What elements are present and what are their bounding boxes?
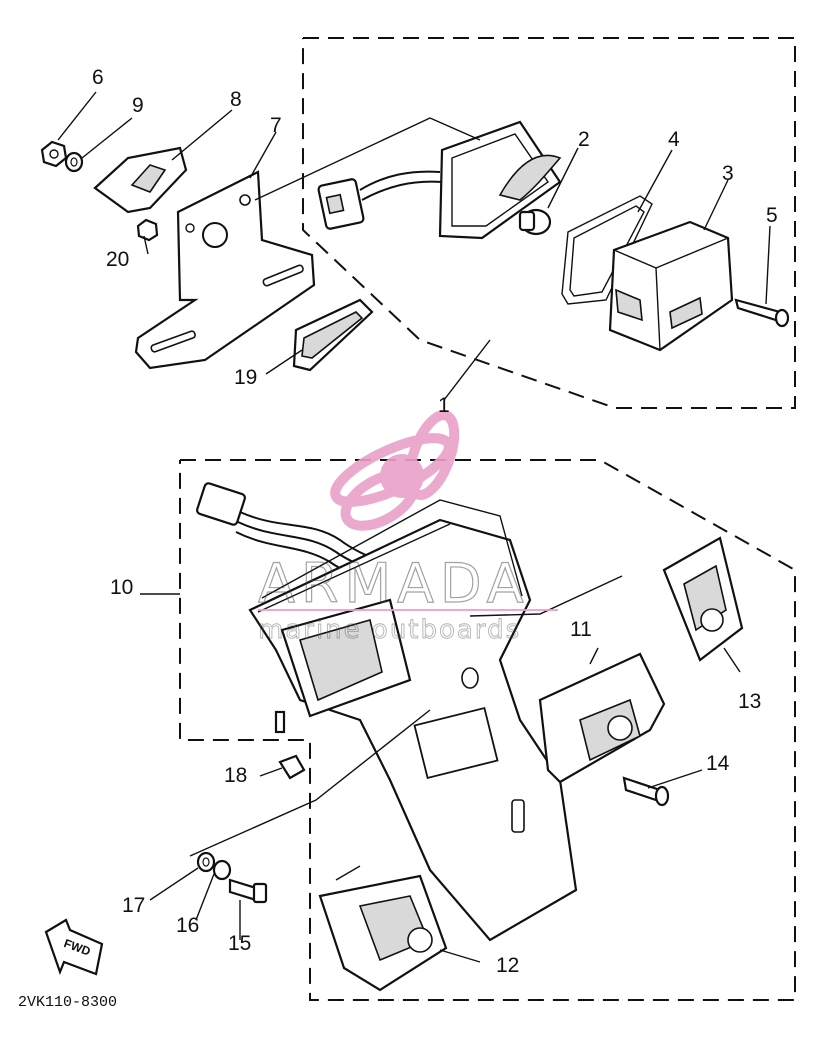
watermark-tagline: marine outboards xyxy=(258,615,521,645)
callout-labels: 1 2 3 4 5 6 7 8 9 10 11 12 13 14 15 16 1… xyxy=(92,66,778,977)
callout-8: 8 xyxy=(230,88,242,111)
fender-top-rail xyxy=(257,499,523,613)
plate-window xyxy=(413,707,499,779)
license-light-inner xyxy=(299,618,383,702)
nut-20 xyxy=(136,218,159,242)
tail-light-connector xyxy=(317,170,443,230)
washer-9 xyxy=(64,151,84,173)
washer-17 xyxy=(196,851,216,873)
gasket-4-inner xyxy=(569,205,645,297)
lamp-housing xyxy=(438,120,562,240)
washer-16 xyxy=(212,859,232,881)
callout-4: 4 xyxy=(668,128,680,151)
fender-hole xyxy=(461,667,479,689)
callout-10: 10 xyxy=(110,576,133,599)
nut-18 xyxy=(274,710,306,780)
reflector-19 xyxy=(292,298,374,372)
bracket-bolt-hole xyxy=(185,223,195,233)
propeller-icon xyxy=(330,410,460,531)
leader-lines-upper xyxy=(57,91,771,401)
callout-16: 16 xyxy=(176,914,199,937)
drawing-code: 2VK110-8300 xyxy=(18,994,117,1011)
gasket-4 xyxy=(561,195,653,305)
callout-13: 13 xyxy=(738,690,761,713)
bolt-15 xyxy=(228,878,268,904)
bracket-slot-2 xyxy=(150,330,196,353)
callout-18: 18 xyxy=(224,764,247,787)
nut-6 xyxy=(40,140,68,168)
callout-20: 20 xyxy=(106,248,129,271)
bracket-hole xyxy=(202,222,228,248)
callout-2: 2 xyxy=(578,128,590,151)
watermark-logo: ARMADA marine outboards xyxy=(257,410,558,645)
callout-11: 11 xyxy=(570,618,592,641)
callout-12: 12 xyxy=(496,954,519,977)
callout-9: 9 xyxy=(132,94,144,117)
leader-lines-lower xyxy=(140,575,741,963)
side-reflector-13 xyxy=(662,536,744,662)
callout-19: 19 xyxy=(234,366,257,389)
bulb-2 xyxy=(518,208,552,236)
callout-1: 1 xyxy=(438,394,450,417)
callout-17: 17 xyxy=(122,894,145,917)
callout-15: 15 xyxy=(228,932,251,955)
group-boundary-upper xyxy=(302,37,796,409)
screw-5 xyxy=(734,298,790,328)
callout-6: 6 xyxy=(92,66,104,89)
mounting-plate-window xyxy=(130,164,167,193)
watermark-brand: ARMADA xyxy=(258,552,530,615)
fwd-arrow-icon xyxy=(44,918,104,976)
bracket-slot-1 xyxy=(262,264,304,287)
fender-slot xyxy=(511,799,525,833)
callout-5: 5 xyxy=(766,204,778,227)
side-reflector-11 xyxy=(538,652,666,784)
tail-light-assembly-group xyxy=(40,37,796,409)
callout-14: 14 xyxy=(706,752,730,775)
group-boundary-lower xyxy=(179,459,796,1001)
license-bracket xyxy=(134,170,316,370)
tail-lens-3 xyxy=(608,220,734,352)
screw-14 xyxy=(622,776,670,807)
callout-7: 7 xyxy=(270,114,282,137)
rear-fender-assembly-group xyxy=(44,459,796,1001)
side-reflector-12 xyxy=(318,874,448,992)
callout-3: 3 xyxy=(722,162,734,185)
bracket-bolt-hole xyxy=(239,194,251,206)
